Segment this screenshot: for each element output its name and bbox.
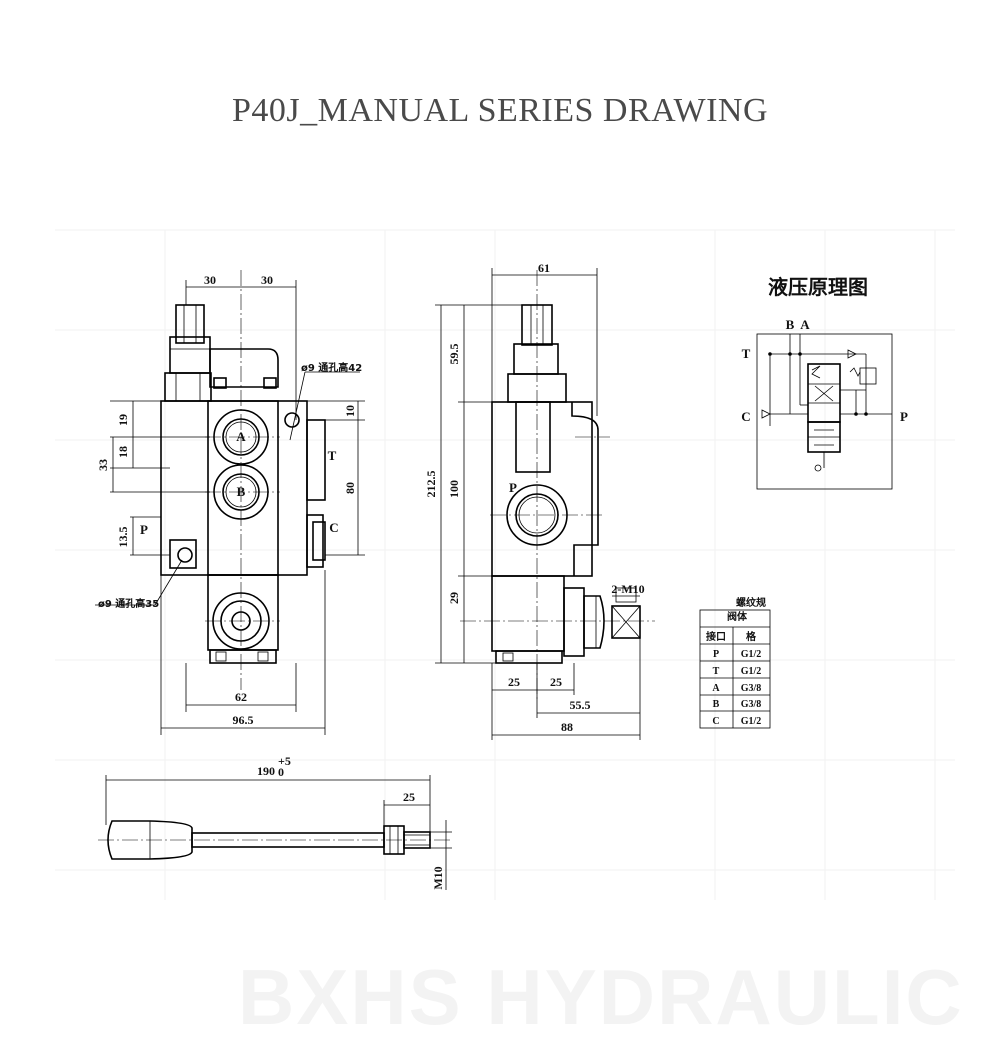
table-cell: G3/8: [741, 683, 762, 694]
dim-96-5: 96.5: [233, 713, 254, 727]
dim-29: 29: [447, 592, 461, 604]
dim-25-right: 25: [550, 675, 562, 689]
port-b-label: B: [237, 484, 246, 499]
front-view: 30 30 19 18 33 13.5 10 80 62 96.5 A B P …: [95, 270, 365, 735]
dim-19: 19: [116, 414, 130, 426]
table-cell: G1/2: [741, 716, 762, 727]
side-port-p-label: P: [509, 480, 517, 495]
table-header-port: 接口: [706, 630, 726, 643]
table-cell: P: [713, 649, 719, 660]
thread-m10: M10: [431, 866, 445, 889]
table-cell: C: [712, 716, 719, 727]
thread-2-m10: 2-M10: [611, 582, 644, 596]
table-title: 螺纹规: [736, 596, 766, 609]
hydraulic-schematic: 液压原理图: [741, 275, 908, 490]
dim-62: 62: [235, 690, 247, 704]
schematic-title: 液压原理图: [768, 275, 868, 299]
dim-212-5: 212.5: [424, 471, 438, 498]
dim-33: 33: [96, 459, 110, 471]
table-cell: T: [713, 666, 720, 677]
port-p-label: P: [140, 522, 148, 537]
table-cell: G1/2: [741, 666, 762, 677]
dim-13-5: 13.5: [116, 527, 130, 548]
port-a-label: A: [236, 429, 246, 444]
schematic-label-t: T: [742, 346, 751, 361]
thread-table: 螺纹规 阀体 接口 格 P G1/2 T G1/2 A G3/8 B G3/8 …: [699, 596, 771, 729]
schematic-label-c: C: [741, 409, 750, 424]
schematic-label-b: B: [786, 317, 795, 332]
dim-61: 61: [538, 261, 550, 275]
table-cell: A: [712, 683, 720, 694]
table-header-spec: 格: [746, 630, 757, 643]
dim-190-upper-tolerance: +5: [278, 754, 291, 768]
dim-18: 18: [116, 446, 130, 458]
dim-10: 10: [343, 405, 357, 417]
dim-80: 80: [343, 482, 357, 494]
dim-59-5: 59.5: [447, 344, 461, 365]
handle-view: 190 +5 0 25 M10: [98, 754, 452, 890]
background-grid: [55, 229, 955, 900]
table-cell: G1/2: [741, 649, 762, 660]
hole-note-top: ø9 通孔高42: [301, 361, 362, 374]
port-t-label: T: [328, 448, 337, 463]
dim-190-lower-tolerance: 0: [278, 765, 284, 779]
watermark: BXHS HYDRAULIC: [238, 953, 964, 1041]
side-view: 61 59.5 212.5 100 29 25 25 55.5 88 2-M10…: [424, 261, 655, 740]
dim-100: 100: [447, 480, 461, 498]
port-c-label: C: [329, 520, 338, 535]
dim-88: 88: [561, 720, 573, 734]
table-cell: B: [713, 699, 720, 710]
schematic-label-a: A: [800, 317, 810, 332]
dim-190: 190: [257, 764, 275, 778]
dim-25: 25: [403, 790, 415, 804]
schematic-label-p: P: [900, 409, 908, 424]
drawing-title: P40J_MANUAL SERIES DRAWING: [231, 92, 769, 129]
table-cell: G3/8: [741, 699, 762, 710]
hole-note-bottom: ø9 通孔高35: [98, 597, 159, 610]
table-subtitle: 阀体: [727, 610, 748, 623]
dim-25-left: 25: [508, 675, 520, 689]
dim-30-left: 30: [204, 273, 216, 287]
dim-30-right: 30: [261, 273, 273, 287]
dim-55-5: 55.5: [570, 698, 591, 712]
